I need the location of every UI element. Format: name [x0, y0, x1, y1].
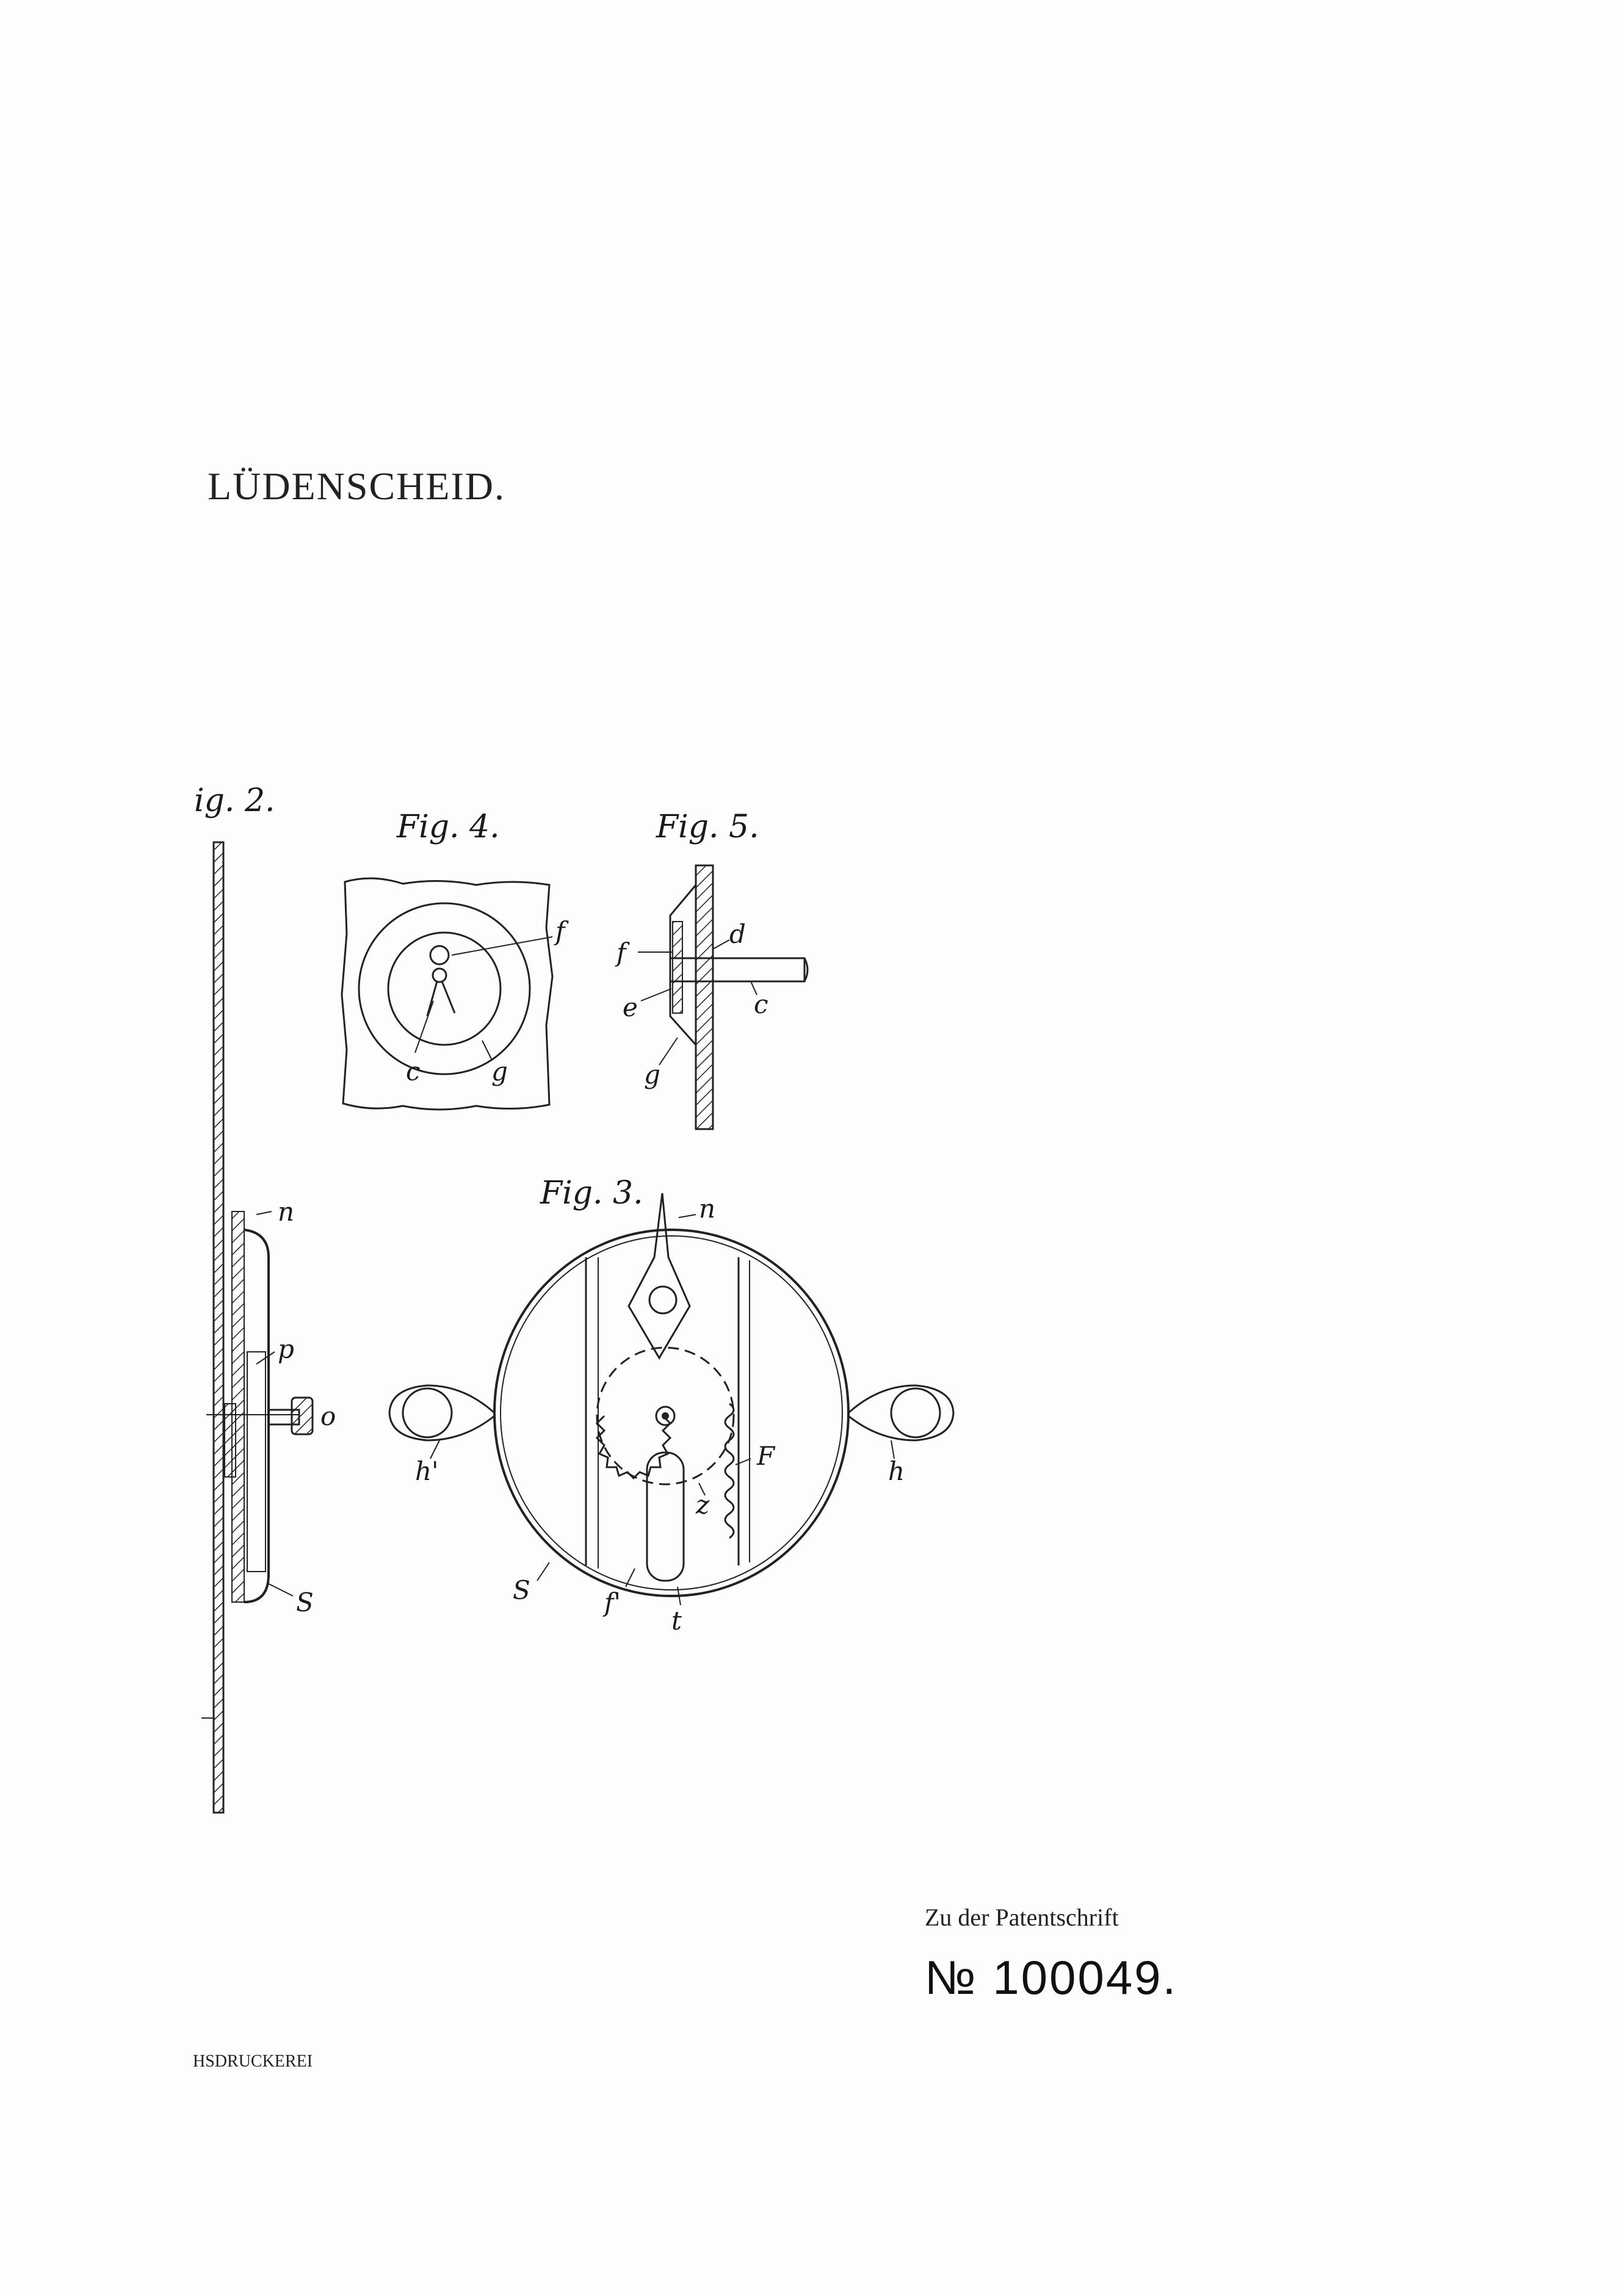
patent-number: № 100049. [925, 1951, 1178, 2004]
fig-2-ref-S: S [296, 1587, 314, 1617]
fig-5-ref-c: c [754, 989, 768, 1019]
fig-3-ref-t: t [671, 1606, 682, 1636]
place-heading: LÜDENSCHEID. [208, 464, 505, 508]
fig-5-label: Fig. 5. [656, 809, 759, 845]
fig-4-ref-f: f [554, 916, 569, 946]
fig-5-drawing: f d e c g [615, 864, 809, 1130]
fig-5-ref-e: e [623, 992, 638, 1022]
fig-3-ref-h-prime: h' [415, 1456, 439, 1486]
fig-2-ref-p: p [278, 1334, 294, 1364]
fig-5-ref-g: g [644, 1060, 660, 1089]
fig-5-ref-f: f [615, 937, 630, 967]
fig-3-ref-z: z [695, 1490, 710, 1520]
fig-2-label: ig. 2. [194, 782, 275, 819]
fig-4-ref-c: c [406, 1056, 421, 1086]
fig-2-ref-n: n [278, 1197, 294, 1227]
fig-4-label: Fig. 4. [397, 809, 500, 845]
fig-3-ref-F: F [756, 1441, 776, 1471]
fig-5-ref-d: d [729, 919, 746, 949]
fig-3-drawing: n F z h h' S f' t [388, 1193, 955, 1636]
fig-3-label: Fig. 3. [540, 1175, 643, 1211]
fig-3-ref-n: n [699, 1194, 715, 1224]
fig-3-ref-f-prime: f' [602, 1587, 621, 1617]
fig-4-ref-g: g [491, 1056, 508, 1086]
fig-3-ref-h: h [888, 1456, 905, 1486]
fig-2-drawing: n p o S [201, 841, 336, 1814]
fig-2-ref-o: o [320, 1401, 336, 1431]
printer-mark: HSDRUCKEREI [193, 2052, 313, 2071]
fig-3-ref-S: S [513, 1575, 530, 1605]
patent-reference-label: Zu der Patentschrift [925, 1904, 1119, 1931]
fig-4-drawing: f c g [341, 877, 569, 1111]
